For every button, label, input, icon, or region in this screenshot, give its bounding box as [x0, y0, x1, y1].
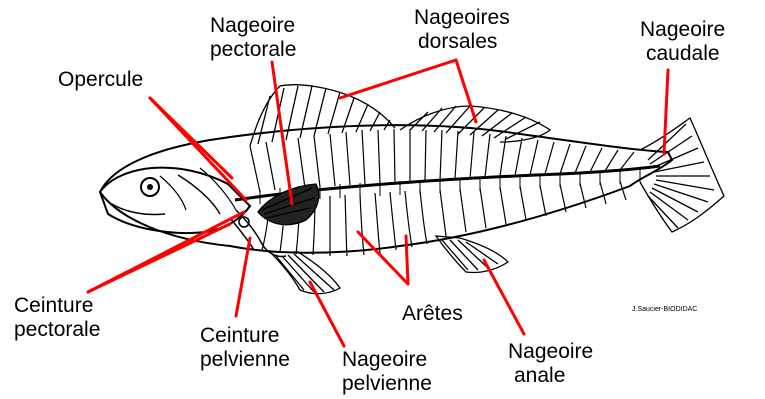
second-dorsal-fin [400, 106, 550, 142]
label-ceinture-pectorale: Ceinture pectorale [14, 294, 100, 342]
pectoral-fin [258, 184, 319, 225]
image-credit: J.Saucier-BIODIDAC [632, 306, 697, 313]
leader-ceinture-pelvienne [236, 238, 250, 316]
label-opercule: Opercule [58, 68, 143, 92]
leader-nageoire-anale [484, 260, 524, 334]
anal-fin [436, 236, 508, 273]
neural-spines [250, 129, 634, 192]
label-nageoire-anale: Nageoire anale [508, 340, 593, 388]
label-aretes: Arêtes [402, 302, 463, 326]
fish-head [100, 168, 250, 233]
leader-aretes-1 [358, 232, 408, 284]
label-nageoire-caudale: Nageoire caudale [640, 18, 725, 66]
label-nageoires-dorsales: Nageoires dorsales [414, 6, 510, 54]
leader-dorsales-1 [340, 60, 456, 98]
leader-dorsales-2 [456, 60, 476, 122]
leader-nageoire-pelvienne [310, 282, 344, 346]
first-dorsal-fin [250, 85, 395, 146]
leader-aretes-2 [406, 236, 408, 284]
label-ceinture-pelvienne: Ceinture pelvienne [200, 324, 290, 372]
leader-nageoire-pectorale [272, 62, 292, 204]
caudal-fin [640, 118, 724, 232]
label-nageoire-pectorale: Nageoire pectorale [210, 14, 296, 62]
leader-ceinture-pectorale-2 [88, 224, 230, 292]
pelvic-fin [270, 252, 340, 294]
leader-opercule-2 [150, 98, 246, 200]
label-nageoire-pelvienne: Nageoire pelvienne [342, 348, 432, 396]
